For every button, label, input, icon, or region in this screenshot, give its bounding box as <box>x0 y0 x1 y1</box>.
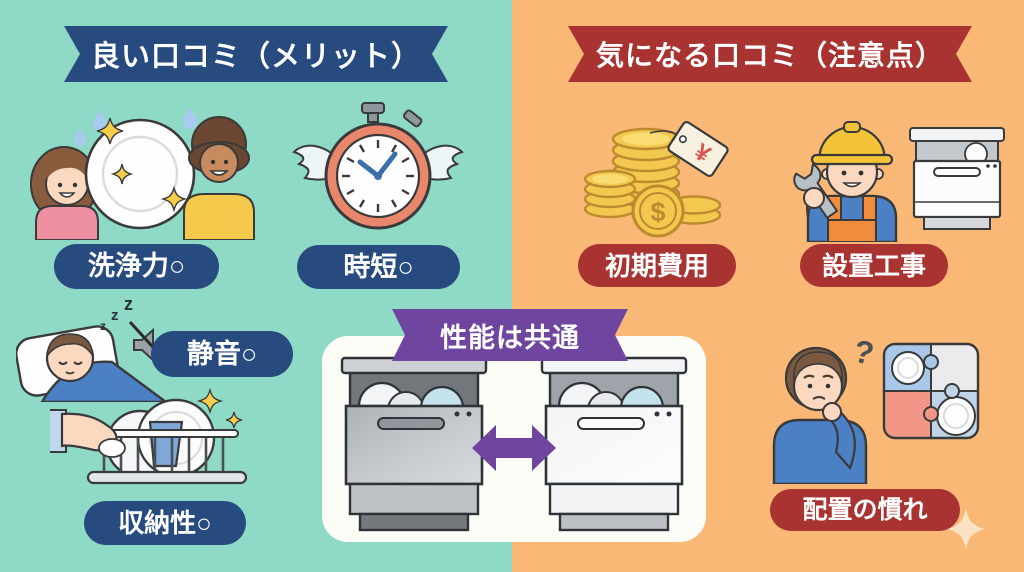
time-saving-label: 時短○ <box>297 245 460 289</box>
two-dishwashers-illustration <box>340 356 688 532</box>
common-performance-banner: 性能は共通 <box>392 309 628 361</box>
dollar-glyph: $ <box>650 197 665 227</box>
comparison-panel <box>322 336 706 542</box>
quietness-label: 静音○ <box>151 331 293 377</box>
placement-label: 配置の慣れ <box>770 489 960 531</box>
confused-person-puzzle-icon: ? <box>772 333 980 484</box>
small-dishwasher <box>909 127 1005 230</box>
installation-label: 設置工事 <box>800 244 948 287</box>
dish-puzzle <box>882 342 980 440</box>
dish-rack-storage-icon <box>50 387 248 485</box>
z-glyph-1: z <box>100 319 106 333</box>
dishwasher-white <box>540 356 688 532</box>
cautions-header-ribbon: 気になる口コミ（注意点） <box>568 26 972 82</box>
yen-price-tag: ¥ <box>667 121 729 177</box>
initial-cost-label: 初期費用 <box>578 244 736 287</box>
storage-label: 収納性○ <box>84 501 246 545</box>
dollar-coin: $ <box>631 184 685 238</box>
worker-figure <box>793 121 898 242</box>
man-figure <box>183 116 255 240</box>
sparkling-plate-people-icon <box>30 108 255 240</box>
thinking-person <box>772 346 868 484</box>
clock-ticks <box>342 140 414 212</box>
coins-price-tag-icon: ¥ $ <box>584 121 729 238</box>
merits-header-ribbon: 良い口コミ（メリット） <box>64 26 448 82</box>
z-glyph-2: z <box>111 307 119 324</box>
sparkle-icon <box>948 508 984 550</box>
installer-dishwasher-icon <box>793 121 1005 242</box>
double-arrow-icon <box>472 425 556 471</box>
washing-power-label: 洗浄力○ <box>54 244 219 289</box>
winged-stopwatch-icon <box>292 102 464 230</box>
sparkles <box>196 387 243 429</box>
dishwasher-gray <box>340 356 488 532</box>
z-glyph-3: z <box>124 296 133 314</box>
sparkles <box>96 117 188 213</box>
question-mark: ? <box>851 333 878 372</box>
